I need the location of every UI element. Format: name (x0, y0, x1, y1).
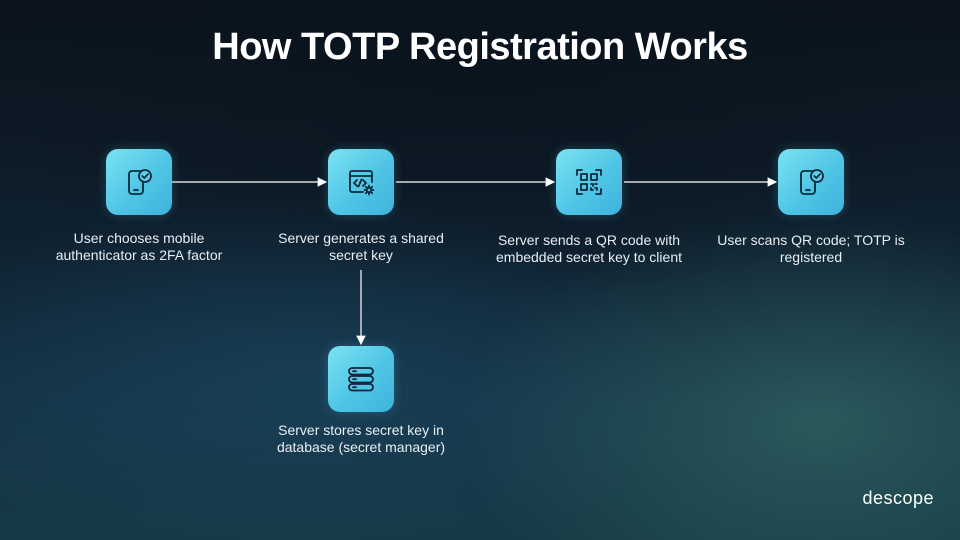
code-window-gear-icon (349, 170, 375, 196)
step1-label: User chooses mobile authenticator as 2FA… (55, 230, 223, 263)
step2-node (328, 149, 394, 215)
descope-logo: descope (862, 488, 934, 508)
qr-code-icon (576, 169, 602, 195)
step5-label: Server stores secret key in database (se… (276, 422, 446, 455)
step5-node (328, 346, 394, 412)
step3-label: Server sends a QR code with embedded sec… (496, 232, 682, 265)
step2-label: Server generates a shared secret key (278, 230, 444, 263)
phone-check-icon (128, 169, 152, 195)
phone-check-icon (800, 169, 824, 195)
step4-node (778, 149, 844, 215)
database-server-icon (348, 367, 374, 392)
step1-node (106, 149, 172, 215)
step4-label: User scans QR code; TOTP is registered (717, 232, 905, 265)
step3-node (556, 149, 622, 215)
page-title: How TOTP Registration Works (212, 26, 748, 68)
